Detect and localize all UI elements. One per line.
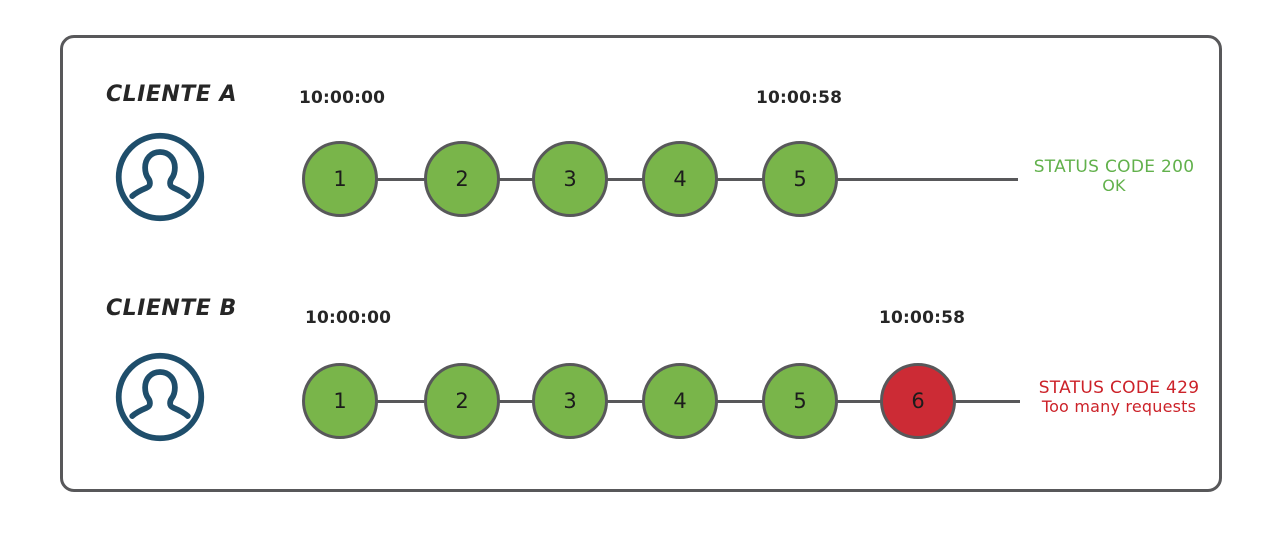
connector-b-5-6 bbox=[836, 400, 882, 403]
client-b-status: STATUS CODE 429 Too many requests bbox=[1022, 378, 1216, 417]
client-a-start-timestamp: 10:00:00 bbox=[299, 88, 386, 108]
request-node[interactable]: 4 bbox=[642, 363, 718, 439]
request-node-number: 6 bbox=[911, 389, 925, 413]
request-node-number: 4 bbox=[673, 389, 687, 413]
request-node-number: 5 bbox=[793, 389, 807, 413]
connector-b-1-2 bbox=[376, 400, 428, 403]
request-node-number: 4 bbox=[673, 167, 687, 191]
client-a-status-code: STATUS CODE 200 bbox=[1033, 157, 1195, 177]
request-node[interactable]: 5 bbox=[762, 141, 838, 217]
request-node[interactable]: 1 bbox=[302, 363, 378, 439]
client-a-status-text: OK bbox=[1102, 176, 1126, 196]
connector-a-2-3 bbox=[498, 178, 534, 181]
request-node-number: 3 bbox=[563, 167, 577, 191]
client-b-avatar-icon bbox=[112, 349, 208, 445]
request-node[interactable]: 2 bbox=[424, 141, 500, 217]
request-node[interactable]: 4 bbox=[642, 141, 718, 217]
request-node-number: 1 bbox=[333, 167, 347, 191]
connector-a-3-4 bbox=[606, 178, 644, 181]
request-node[interactable]: 2 bbox=[424, 363, 500, 439]
request-node[interactable]: 3 bbox=[532, 363, 608, 439]
client-a-status: STATUS CODE 200 OK bbox=[1024, 157, 1204, 196]
client-b-status-code: STATUS CODE 429 bbox=[1038, 378, 1200, 398]
connector-b-6-status bbox=[954, 400, 1020, 403]
client-b-status-text: Too many requests bbox=[1041, 397, 1197, 417]
request-node[interactable]: 5 bbox=[762, 363, 838, 439]
client-b-label: CLIENTE B bbox=[106, 296, 237, 321]
connector-a-5-status bbox=[836, 178, 1018, 181]
client-a-end-timestamp: 10:00:58 bbox=[756, 88, 843, 108]
request-node-number: 5 bbox=[793, 167, 807, 191]
request-node-number: 2 bbox=[455, 167, 469, 191]
request-node[interactable]: 1 bbox=[302, 141, 378, 217]
connector-b-4-5 bbox=[716, 400, 764, 403]
request-node[interactable]: 3 bbox=[532, 141, 608, 217]
connector-a-4-5 bbox=[716, 178, 764, 181]
client-b-end-timestamp: 10:00:58 bbox=[879, 308, 966, 328]
connector-a-1-2 bbox=[376, 178, 428, 181]
request-node-number: 3 bbox=[563, 389, 577, 413]
request-node-number: 2 bbox=[455, 389, 469, 413]
diagram-frame bbox=[60, 35, 1222, 492]
client-b-start-timestamp: 10:00:00 bbox=[305, 308, 392, 328]
client-a-label: CLIENTE A bbox=[106, 82, 238, 107]
request-node-number: 1 bbox=[333, 389, 347, 413]
client-a-avatar-icon bbox=[112, 129, 208, 225]
request-node-blocked[interactable]: 6 bbox=[880, 363, 956, 439]
connector-b-3-4 bbox=[606, 400, 644, 403]
connector-b-2-3 bbox=[498, 400, 534, 403]
